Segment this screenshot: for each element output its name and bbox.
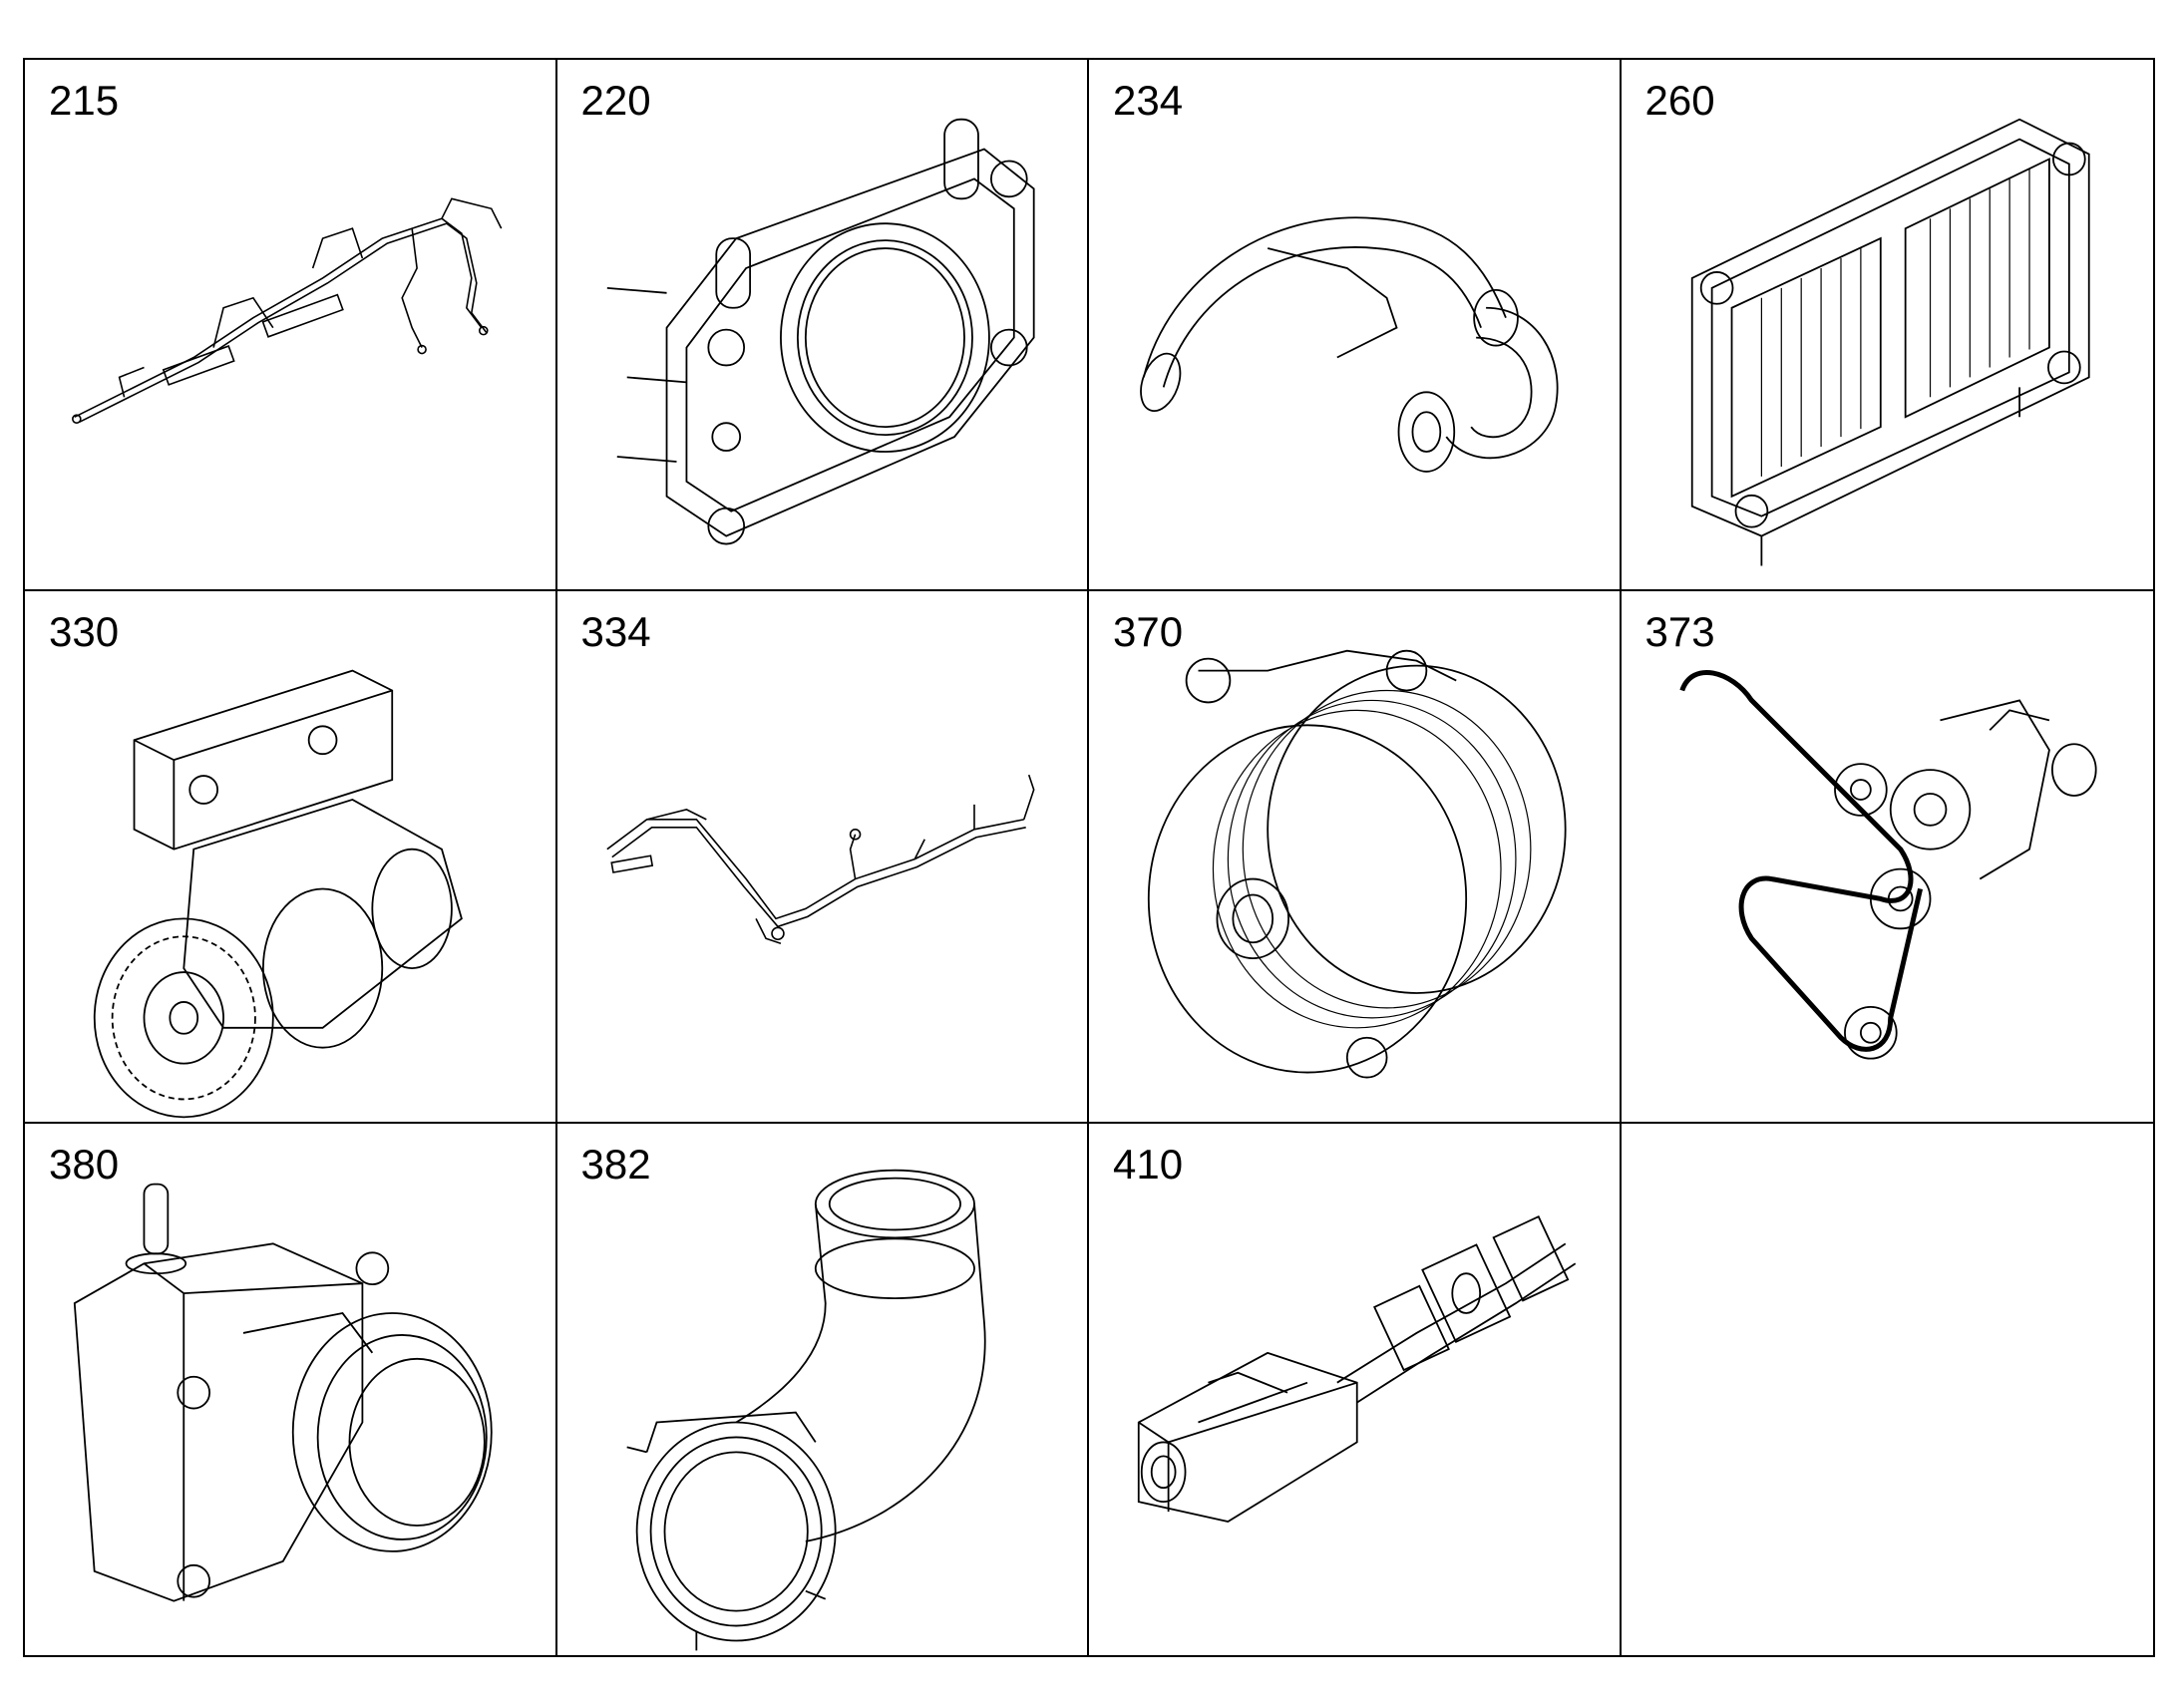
elbow-pipe-icon [557, 1124, 1088, 1655]
part-cell-410[interactable]: 410 [1089, 1123, 1622, 1655]
part-cell-370[interactable]: 370 [1089, 591, 1622, 1124]
part-number: 382 [580, 1140, 651, 1188]
parts-grid: 215 220 [23, 58, 2155, 1657]
wiring-harness-icon [25, 60, 555, 589]
empty-cell [1622, 1124, 2154, 1655]
part-number: 220 [580, 77, 651, 124]
part-cell-373[interactable]: 373 [1621, 591, 2154, 1124]
part-number: 330 [49, 608, 120, 656]
part-number: 215 [49, 77, 120, 124]
part-number: 410 [1113, 1140, 1184, 1188]
water-pump-icon [1089, 591, 1620, 1121]
part-number: 370 [1113, 608, 1184, 656]
part-number: 234 [1113, 77, 1184, 124]
belt-drive-icon [1622, 591, 2154, 1121]
part-cell-234[interactable]: 234 [1089, 60, 1622, 592]
egr-assembly-icon [1089, 1124, 1620, 1655]
cable-harness-icon [557, 591, 1088, 1121]
flange-housing-icon [557, 60, 1088, 589]
part-number: 334 [580, 608, 651, 656]
part-number: 260 [1644, 77, 1715, 124]
part-cell-220[interactable]: 220 [556, 60, 1089, 592]
part-cell-330[interactable]: 330 [25, 591, 557, 1124]
part-number: 380 [49, 1140, 120, 1188]
part-cell-380[interactable]: 380 [25, 1123, 557, 1655]
thermostat-housing-icon [25, 1124, 555, 1655]
part-cell-334[interactable]: 334 [556, 591, 1089, 1124]
intercooler-cover-icon [1622, 60, 2154, 589]
part-cell-260[interactable]: 260 [1621, 60, 2154, 592]
part-cell-382[interactable]: 382 [557, 1123, 1089, 1655]
part-cell-215[interactable]: 215 [25, 60, 557, 592]
coolant-pipe-icon [1089, 60, 1620, 589]
part-number: 373 [1644, 608, 1715, 656]
air-compressor-icon [25, 591, 555, 1121]
